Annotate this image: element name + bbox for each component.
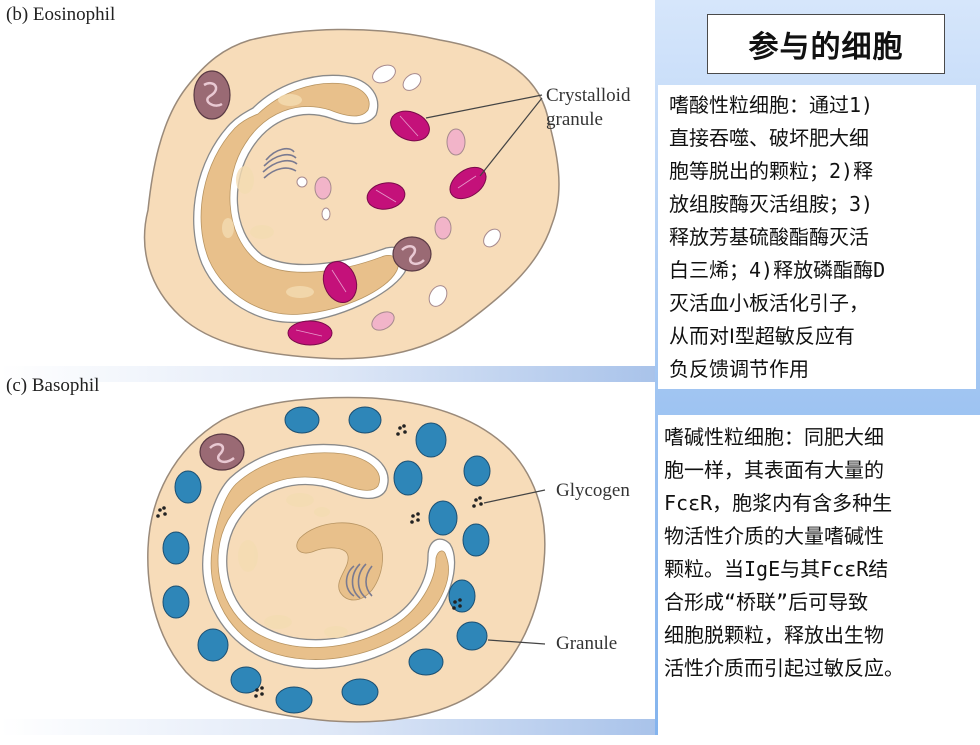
basophil-cell [147,396,546,723]
eosinophil-crystalloid-granules [287,110,487,346]
title-box: 参与的细胞 [707,14,945,74]
basophil-nucleus-inner-lobe [296,522,383,601]
bas-line: 活性介质而引起过敏反应。 [664,656,904,680]
bas-line: 胞一样，其表面有大量的 [664,458,884,482]
eos-line: 灭活血小板活化引子， [669,291,869,315]
eosinophil-description: 嗜酸性粒细胞：通过1) 直接吞噬、破坏肥大细 胞等脱出的颗粒；2)释 放组胺酶灭… [658,85,976,389]
callout-leader-lines [425,94,546,645]
eosinophil-small-granules [296,64,501,331]
basophil-chromatin [238,493,348,638]
eos-line: 负反馈调节作用 [669,357,809,381]
basophil-glycogen [156,424,483,698]
callout-line-1: Crystalloid [546,85,631,106]
bas-line: 嗜碱性粒细胞：同肥大细 [664,425,884,449]
eos-line: 胞等脱出的颗粒；2)释 [669,159,874,183]
eos-line: 从而对Ⅰ型超敏反应有 [669,324,855,348]
bas-line: 合形成“桥联”后可导致 [664,590,869,614]
callout-granule: Granule [556,633,618,654]
basophil-description: 嗜碱性粒细胞：同肥大细 胞一样，其表面有大量的 FcεR，胞浆内有含多种生 物活… [658,415,980,745]
callout-crystalloid-granule: Crystalloid granule [546,84,630,132]
eosinophil-granule-striations [295,115,477,337]
basophil-nucleus [210,452,449,660]
panel-label-eosinophil: (b) Eosinophil [6,4,116,25]
eosinophil-mitochondria [193,70,432,272]
granulocyte-diagrams [143,28,560,723]
basophil-nucleus-envelope [202,443,456,669]
panel-label-basophil: (c) Basophil [6,375,100,396]
eos-line: 嗜酸性粒细胞：通过1) [669,93,874,117]
bas-line: 细胞脱颗粒，释放出生物 [664,623,884,647]
separator-stripe-bottom [0,719,655,735]
bas-line: 物活性介质的大量嗜碱性 [664,524,884,548]
bas-line: FcεR，胞浆内有含多种生 [664,491,893,515]
basophil-granules [162,406,491,714]
eos-line: 白三烯；4)释放磷酯酶D [669,258,886,282]
eos-line: 直接吞噬、破坏肥大细 [669,126,869,150]
basophil-golgi [345,563,373,599]
callout-line-2: granule [546,109,603,130]
eos-line: 释放芳基硫酸酯酶灭活 [669,225,869,249]
basophil-mitochondrion [199,433,245,471]
eosinophil-cell [143,28,560,360]
eos-line: 放组胺酶灭活组胺；3) [669,192,874,216]
bas-line: 颗粒。当IgE与其FcεR结 [664,557,889,581]
separator-stripe-middle [0,366,655,382]
callout-glycogen: Glycogen [556,480,630,501]
eosinophil-golgi [262,147,298,179]
